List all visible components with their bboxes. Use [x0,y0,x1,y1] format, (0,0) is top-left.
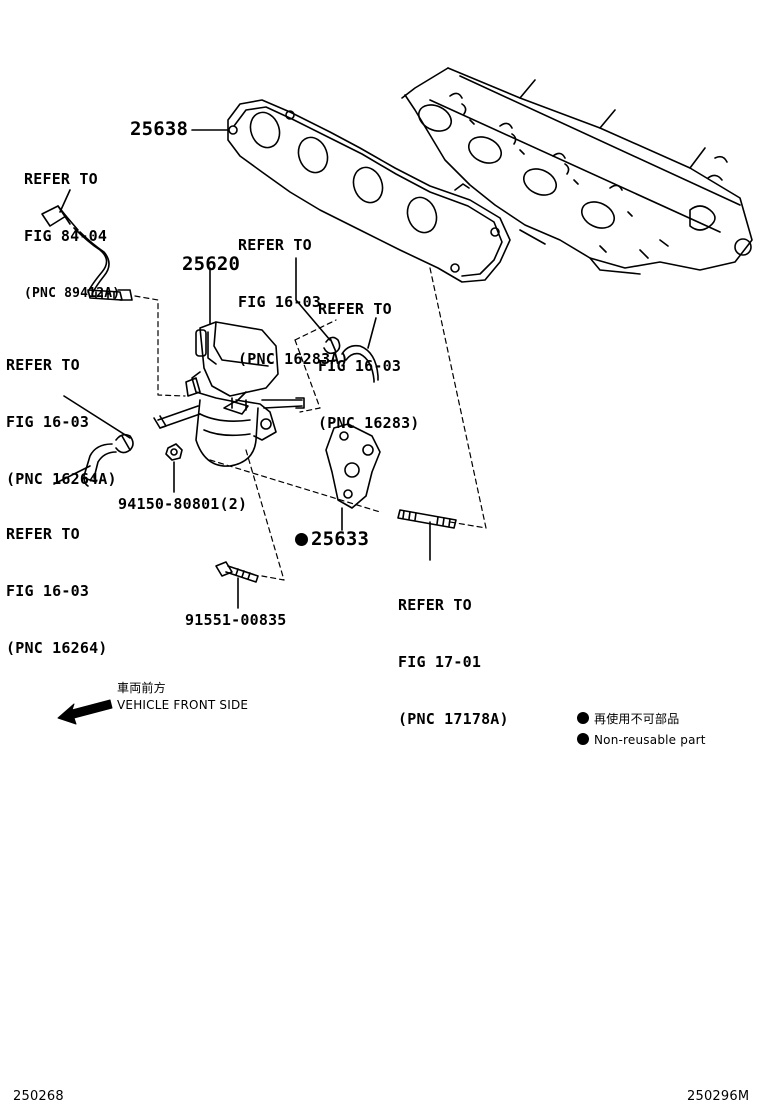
ref-fig17: REFER TO FIG 17-01 (PNC 17178A) [398,596,509,728]
legend-en: Non-reusable part [577,732,706,748]
ref-fig16-283a: REFER TO FIG 16-03 (PNC 16283A) [238,236,349,368]
legend-jp: 再使用不可部品 [577,711,679,727]
non-reusable-marker-icon [295,533,308,546]
leader-fig16-283 [367,317,377,349]
part-number-25633: 25633 [295,528,369,550]
ref-fig16-264a: REFER TO FIG 16-03 (PNC 16264A) [6,356,117,488]
leader-fig16-264 [53,465,91,485]
part-number-91551: 91551-00835 [185,611,287,629]
part-number-25638: 25638 [130,118,189,140]
vehicle-front-en: VEHICLE FRONT SIDE [117,698,249,712]
leader-fig16-264a [63,395,131,439]
bolt-drawing [215,561,259,583]
nut-drawing [165,443,183,461]
part-number-25633-text: 25633 [311,528,370,550]
legend-dot-icon [577,733,589,745]
manifold-gasket-drawing [227,99,511,283]
vehicle-front-jp: 車両前方 [117,681,166,695]
part-number-25620: 25620 [182,253,241,275]
assembly-dashed-lines [134,267,487,581]
egr-gasket-drawing [325,423,381,509]
hose-clamp-lower-drawing [83,433,134,487]
footer-code-left: 250268 [13,1089,64,1104]
stud-bolt-drawing [397,509,457,529]
legend-jp-text: 再使用不可部品 [594,712,680,726]
legend-dot-icon [577,712,589,724]
legend-en-text: Non-reusable part [594,733,706,747]
leader-fig84 [59,189,71,213]
ref-fig16-264: REFER TO FIG 16-03 (PNC 16264) [6,525,108,657]
front-direction-arrow-icon [57,699,113,725]
part-number-94150: 94150-80801(2) [118,495,248,513]
leader-fig16-283a [295,257,331,341]
sensor-connector-drawing [41,205,133,301]
engine-head-outline [401,67,753,275]
ref-fig16-283: REFER TO FIG 16-03 (PNC 16283) [318,300,420,432]
egr-valve-drawing [153,321,305,467]
ref-fig84: REFER TO FIG 84-04 (PNC 89412A) [24,170,121,301]
footer-code-right: 250296M [687,1089,750,1104]
hose-clamp-upper-drawing [323,336,379,383]
